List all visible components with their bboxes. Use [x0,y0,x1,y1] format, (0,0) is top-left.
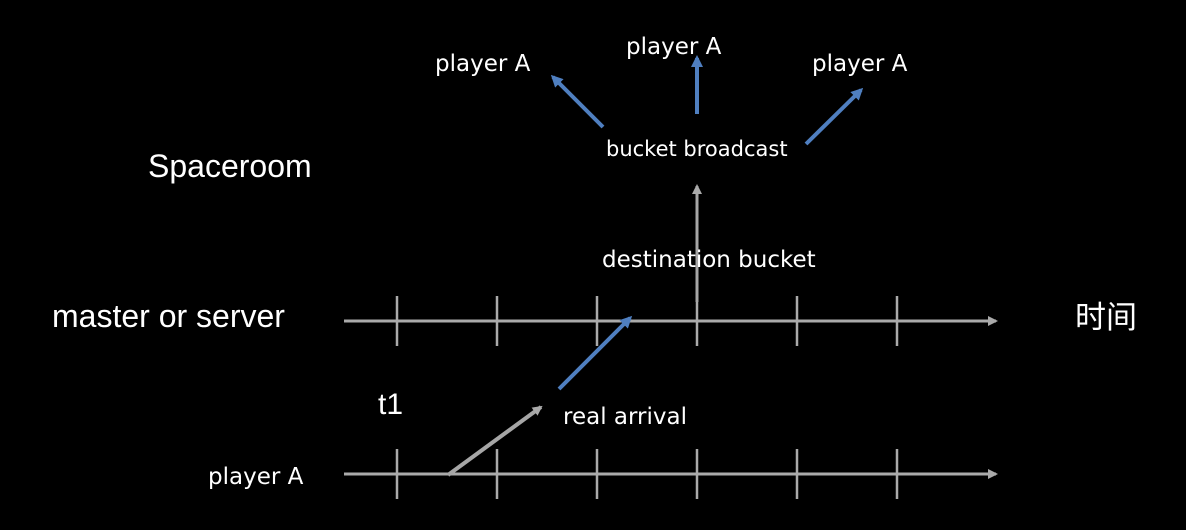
player-timeline-label: player A [208,464,304,490]
send-arrow [446,405,543,477]
spaceroom-label: Spaceroom [148,148,312,184]
t1-label: t1 [378,388,403,421]
real-arrival-arrow [557,315,633,391]
player-a-left-label: player A [435,51,531,77]
broadcast-arrow-left [550,74,605,129]
time-axis-label: 时间 [1075,300,1137,336]
bucket-broadcast-label: bucket broadcast [606,137,788,161]
real-arrival-label: real arrival [563,404,687,430]
player-a-center-label: player A [626,34,722,60]
player-timeline [344,449,998,499]
server-timeline-label: master or server [52,298,285,334]
player-a-right-label: player A [812,51,908,77]
server-timeline [344,296,998,346]
broadcast-arrow-right [804,87,864,146]
destination-bucket-label: destination bucket [602,247,816,273]
